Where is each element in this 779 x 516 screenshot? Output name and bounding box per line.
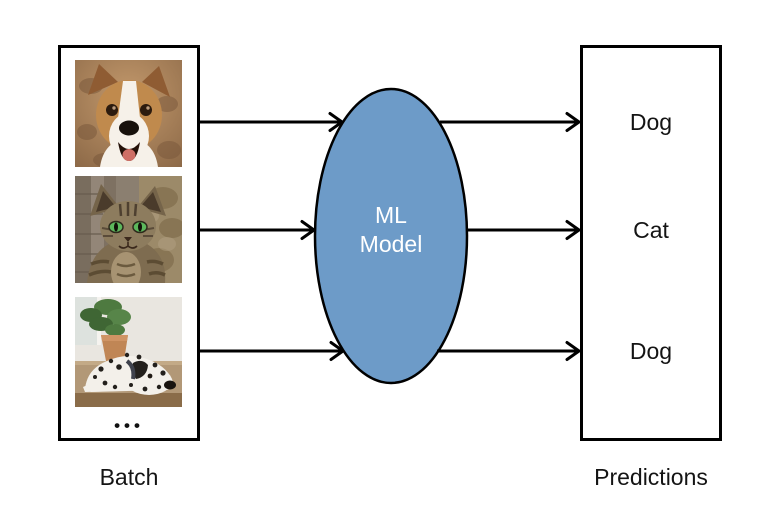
dalmatian-dog-photo [75,297,182,407]
batch-ellipsis: ••• [114,416,144,435]
prediction-item: Cat [633,217,669,243]
predictions-box: Dog Cat Dog [580,45,722,441]
batch-label: Batch [99,464,159,490]
ml-model-label: ML Model [359,202,423,257]
batch-box: ••• [58,45,200,441]
tabby-cat-photo [75,176,182,283]
prediction-item: Dog [629,338,673,364]
prediction-item: Dog [629,109,673,135]
jack-russell-dog-photo [75,60,182,167]
predictions-label: Predictions [594,464,708,490]
